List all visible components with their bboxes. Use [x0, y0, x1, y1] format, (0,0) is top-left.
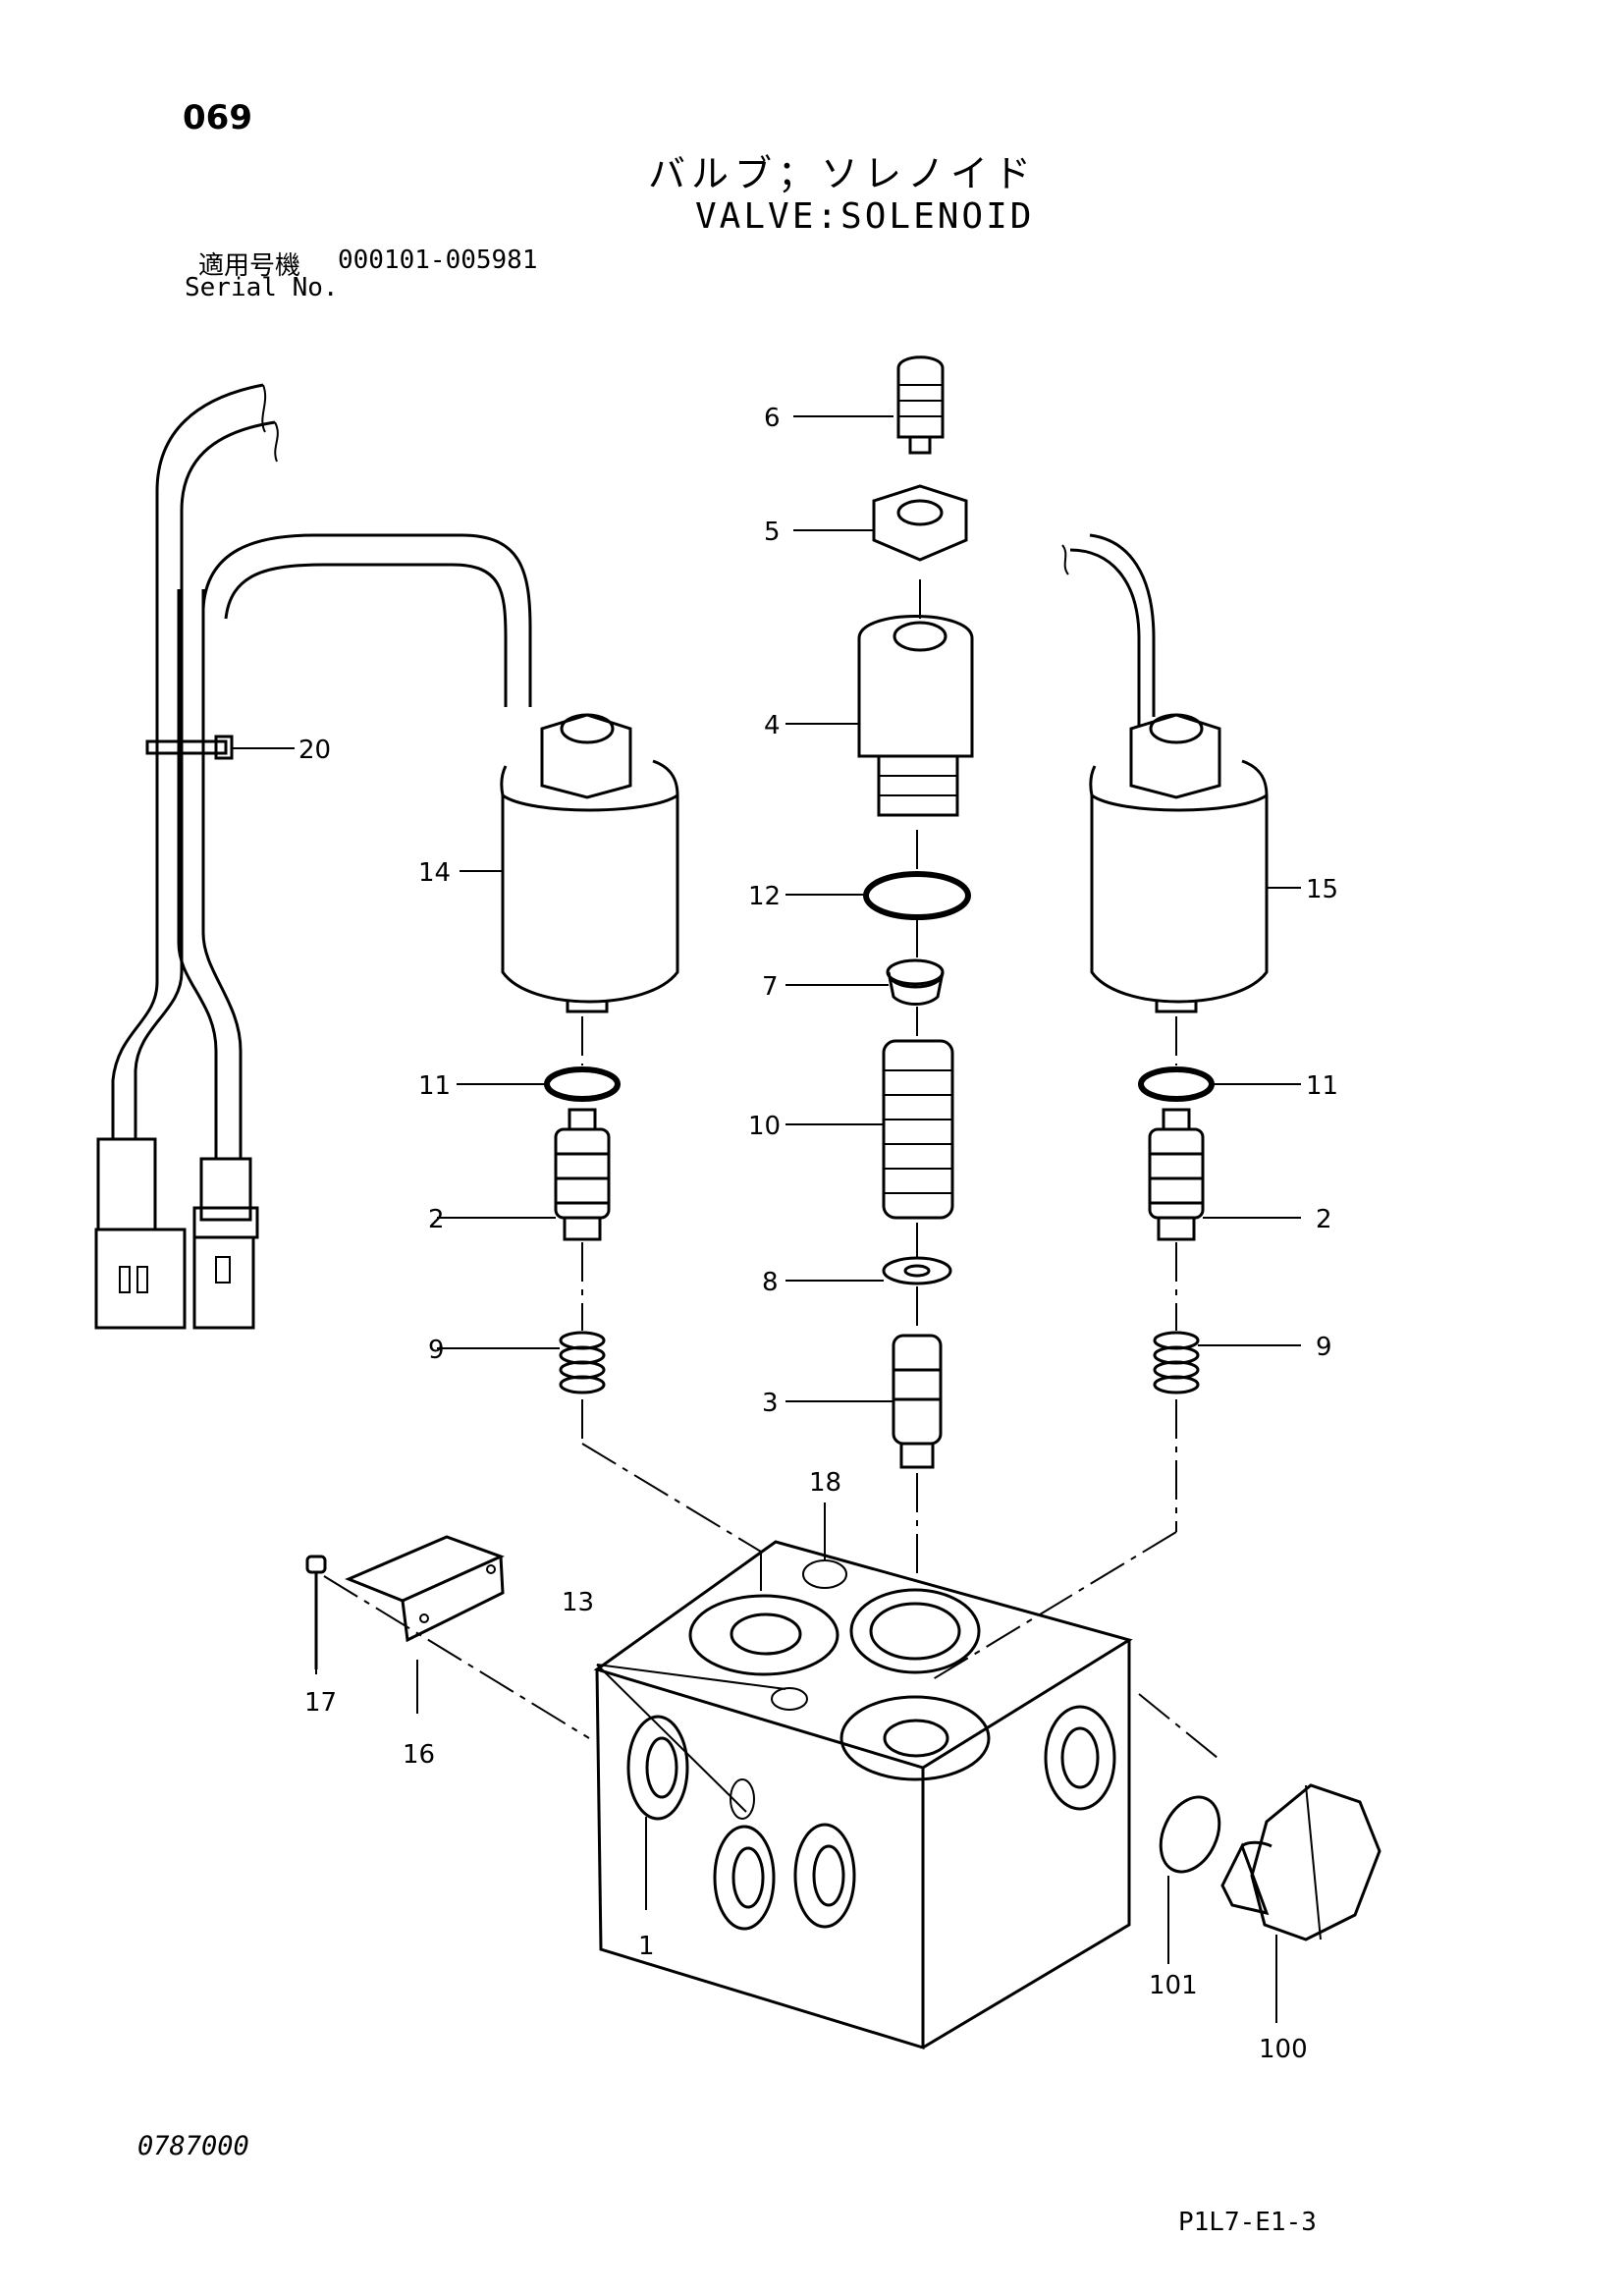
figure-code: P1L7-E1-3 [1178, 2208, 1317, 2237]
valve-spool-center [892, 1334, 943, 1469]
callout-15: 15 [1306, 875, 1338, 904]
title-english: VALVE:SOLENOID [695, 196, 1035, 237]
callout-1: 1 [638, 1932, 655, 1961]
connector-right [192, 1157, 259, 1330]
callout-3: 3 [762, 1389, 779, 1418]
serial-range: 000101-005981 [338, 246, 538, 275]
callout-8: 8 [762, 1268, 779, 1297]
assembly-center-lines [323, 579, 1218, 1759]
serial-label-english: Serial No. [185, 273, 339, 302]
o-ring-right [1138, 1066, 1215, 1102]
callout-13: 13 [562, 1588, 594, 1617]
serial-label-japanese: 適用号機 [198, 251, 301, 281]
callout-11-left: 11 [418, 1071, 451, 1101]
callout-9-right: 9 [1316, 1333, 1332, 1362]
callout-2-right: 2 [1316, 1205, 1332, 1234]
lock-nut [872, 484, 968, 562]
solenoid-coil-right [1061, 533, 1269, 1013]
callout-2-left: 2 [428, 1205, 445, 1234]
plug-housing [857, 615, 974, 817]
screw [305, 1555, 327, 1669]
spring-left [559, 1331, 606, 1394]
wire-harness [111, 383, 532, 1159]
callout-5: 5 [764, 518, 781, 547]
washer [882, 1256, 952, 1285]
callout-11-right: 11 [1306, 1071, 1338, 1101]
callout-4: 4 [764, 711, 781, 740]
callout-100: 100 [1259, 2035, 1308, 2064]
adjust-screw [896, 355, 945, 455]
leader-lines [232, 415, 1301, 2023]
valve-block [593, 1540, 1133, 2050]
spool-left [554, 1108, 611, 1241]
o-ring-plug [1159, 1795, 1221, 1874]
callout-20: 20 [298, 736, 331, 765]
hex-plug [1220, 1783, 1381, 1941]
callout-labels: 6 5 4 12 7 10 8 3 20 14 11 2 9 15 11 2 9… [298, 404, 1338, 2064]
spring-seat [886, 958, 945, 1006]
name-plate [345, 1535, 505, 1643]
document-code: 0787000 [137, 2131, 249, 2161]
o-ring-center [863, 871, 971, 920]
callout-16: 16 [403, 1740, 435, 1770]
o-ring-left [544, 1066, 621, 1102]
cable-tie [145, 735, 234, 760]
page-number: 069 [183, 98, 252, 137]
callout-101: 101 [1149, 1971, 1198, 2000]
callout-18: 18 [809, 1468, 841, 1498]
spool-right [1148, 1108, 1205, 1241]
callout-17: 17 [304, 1688, 337, 1718]
spring-center [882, 1039, 954, 1220]
callout-6: 6 [764, 404, 781, 433]
callout-9-left: 9 [428, 1336, 445, 1365]
solenoid-coil-left [500, 713, 679, 1013]
callout-12: 12 [748, 882, 781, 911]
callout-14: 14 [418, 858, 451, 888]
callout-10: 10 [748, 1112, 781, 1141]
callout-7: 7 [762, 972, 779, 1002]
spring-right [1153, 1331, 1200, 1394]
connector-left [94, 1137, 187, 1330]
title-japanese: バルブ；ソレノイド [648, 152, 1038, 195]
